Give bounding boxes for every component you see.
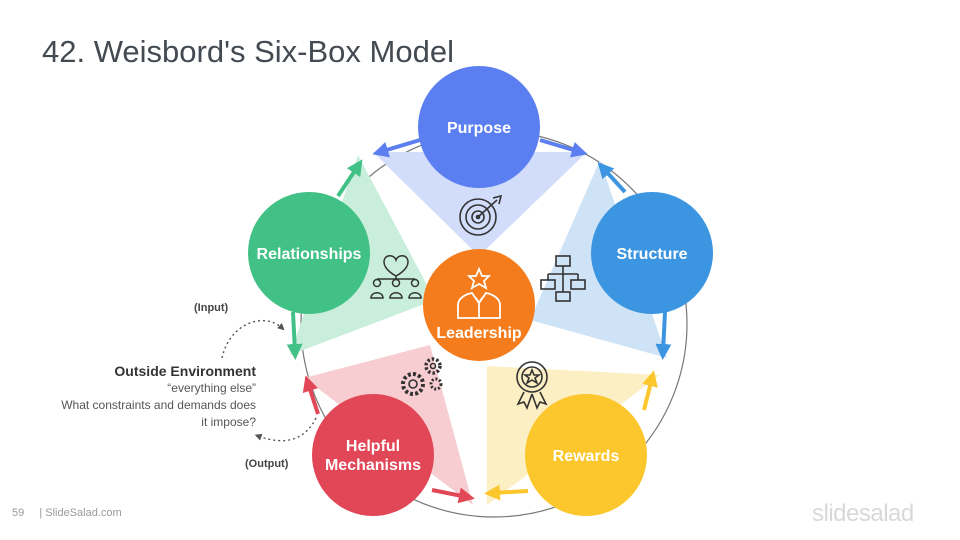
environment-question-2: it impose? (201, 415, 256, 429)
input-label: (Input) (194, 302, 229, 314)
arrow-relationships (336, 159, 363, 198)
outside-environment: Outside Environment “everything else” Wh… (16, 363, 256, 431)
mechanisms-circle (312, 394, 434, 516)
structure-label: Structure (616, 246, 687, 263)
rewards-label: Rewards (553, 448, 620, 465)
arrow-purpose (372, 138, 421, 158)
arrow-rewards (484, 484, 529, 501)
footer: 59 | SlideSalad.com (12, 507, 122, 519)
structure-circle (591, 192, 713, 314)
input-connector (221, 319, 285, 359)
org-chart-icon (540, 255, 586, 302)
arrow-purpose (539, 138, 588, 158)
gears-icon (401, 357, 443, 396)
slidesalad-logo: slidesalad (812, 500, 914, 527)
leader-icon (457, 266, 501, 319)
output-connector (254, 417, 317, 442)
arrow-relationships (286, 311, 303, 360)
page-title: 42. Weisbord's Six-Box Model (42, 34, 454, 69)
target-icon (459, 194, 503, 236)
page-number: 59 (12, 507, 25, 519)
output-label: (Output) (245, 458, 289, 470)
relationships-circle (248, 192, 370, 314)
segment-purpose (373, 152, 587, 256)
arrow-mechanisms (302, 375, 320, 415)
arrow-mechanisms (431, 487, 475, 504)
arrow-structure (597, 162, 627, 194)
leadership-label: Leadership (436, 325, 522, 342)
relationships-label: Relationships (257, 246, 362, 263)
award-badge-icon (516, 361, 548, 411)
rewards-circle (525, 394, 647, 516)
arrow-rewards (642, 370, 658, 411)
mechanisms-label-line1: Helpful (346, 438, 400, 455)
environment-heading: Outside Environment (114, 363, 256, 379)
environment-question-1: What constraints and demands does (61, 398, 256, 412)
environment-quote: “everything else” (167, 381, 256, 395)
mechanisms-label-line2: Mechanisms (325, 457, 421, 474)
purpose-circle (418, 66, 540, 188)
footer-brand: | SlideSalad.com (39, 507, 122, 519)
purpose-label: Purpose (447, 120, 511, 137)
arrow-structure (655, 311, 672, 360)
handshake-team-icon (370, 255, 422, 299)
